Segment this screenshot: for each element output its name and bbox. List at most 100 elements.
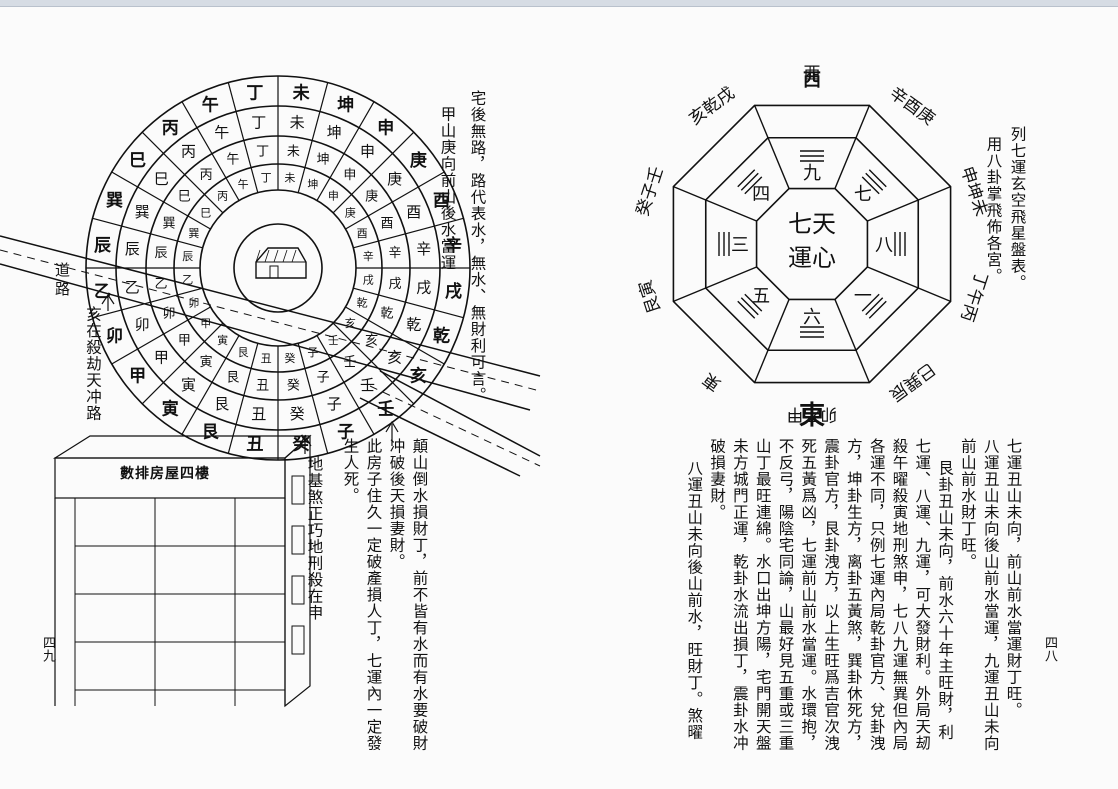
wheel-character: 寅 <box>217 333 228 347</box>
wheel-character: 壬 <box>328 334 339 347</box>
wheel-character: 丑 <box>246 434 263 454</box>
road-label: 道路 <box>53 262 71 300</box>
wheel-character: 亥 <box>345 316 356 330</box>
wheel-character: 未 <box>284 172 295 185</box>
wheel-character: 子 <box>317 371 330 386</box>
wheel-character: 丑 <box>256 379 269 394</box>
octagon-outer-label: 卯乙甲 <box>787 404 838 424</box>
page-number: 四九 <box>40 636 55 662</box>
chart-title-line: 列七運玄空飛星盤表。 <box>1008 126 1027 291</box>
wheel-character: 壬 <box>343 355 356 370</box>
wheel-character: 戌 <box>388 277 401 292</box>
wheel-character: 子 <box>337 422 354 442</box>
wheel-character: 坤 <box>337 94 354 115</box>
wheel-character: 寅 <box>162 398 179 419</box>
star-number: 六 <box>803 307 821 328</box>
wheel-character: 子 <box>307 346 318 359</box>
page-number: 四八 <box>1042 636 1057 662</box>
wheel-character: 亥 <box>410 366 427 387</box>
wheel-character: 乾 <box>406 316 421 334</box>
wheel-character: 未 <box>290 114 305 132</box>
wheel-character: 午 <box>226 153 239 168</box>
wheel-character: 庚 <box>365 189 378 205</box>
wheel-character: 巽 <box>135 203 150 221</box>
trigram-mark <box>800 326 824 338</box>
wheel-character: 乙 <box>125 278 140 296</box>
left-body-line: 冲破後天損妻財。 <box>387 438 406 570</box>
octagon-outer-label: 辛酉庚 <box>885 83 938 129</box>
octagon-outer-label: 東 <box>699 368 725 394</box>
wheel-character: 坤 <box>327 123 342 141</box>
house-icon <box>255 247 307 279</box>
wheel-character: 申 <box>328 190 339 203</box>
road-note: 亥在殺劫天冲路 <box>84 306 102 422</box>
wheel-character: 卯 <box>135 316 150 334</box>
right-body-line: 艮卦丑山未向，前水六十年主旺財，利 <box>936 460 955 741</box>
wheel-character: 丙 <box>200 168 213 183</box>
octagon-center-char: 天 <box>812 210 836 238</box>
wheel-character: 乙 <box>155 277 168 292</box>
octagon-outer-label: 艮寅 <box>636 277 666 316</box>
wheel-character: 巽 <box>106 191 123 211</box>
wheel-character: 庚 <box>345 205 356 219</box>
star-number: 九 <box>803 163 821 184</box>
wheel-character: 艮 <box>238 346 249 359</box>
trigram-mark <box>861 293 887 319</box>
direction-label: 西 <box>803 70 821 91</box>
wheel-character: 卯 <box>188 297 199 310</box>
wheel-character: 申 <box>377 118 394 139</box>
left-body-line: 顛山倒水損財丁，前不皆有水而有水要破財 <box>410 438 429 752</box>
wheel-character: 巽 <box>188 227 199 240</box>
right-body-line: 未方城門正運，乾卦水流出損丁，震卦水冲 <box>730 438 749 752</box>
wheel-character: 庚 <box>410 150 427 171</box>
wheel-character: 甲 <box>178 333 191 348</box>
wheel-character: 亥 <box>365 333 378 348</box>
octagon-center-char: 運 <box>788 244 812 272</box>
star-number: 四 <box>752 184 770 205</box>
wheel-character: 癸 <box>290 405 305 423</box>
wheel-character: 艮 <box>226 371 239 386</box>
wheel-character: 申 <box>360 143 375 161</box>
wheel-character: 丑 <box>261 352 272 365</box>
wheel-character: 甲 <box>154 349 169 367</box>
wheel-character: 巳 <box>154 170 169 188</box>
direction-label: 東 <box>799 401 825 431</box>
wheel-character: 卯 <box>106 327 123 347</box>
right-body-line: 殺午曜殺寅地刑煞申，七八九運無異但內局 <box>890 438 909 752</box>
wheel-character: 申 <box>343 168 356 183</box>
octagon-center-char: 心 <box>812 244 836 272</box>
star-number: 五 <box>752 286 770 307</box>
right-body-line: 各運不同，只例七運內局乾卦官方、兌卦洩 <box>867 438 886 752</box>
wheel-character: 坤 <box>307 177 318 191</box>
wheel-character: 午 <box>202 94 219 115</box>
wheel-character: 辰 <box>94 236 112 256</box>
wheel-character: 午 <box>214 123 229 141</box>
wheel-character: 辛 <box>445 235 462 256</box>
wheel-character: 丑 <box>251 405 266 423</box>
left-body-line: 此房子住久一定破產損人丁，七運內一定發 <box>364 438 383 752</box>
wheel-character: 辰 <box>125 240 140 258</box>
wheel-character: 坤 <box>317 153 330 168</box>
wheel-character: 辛 <box>363 249 374 263</box>
wheel-character: 丙 <box>162 119 179 139</box>
star-number: 七 <box>854 184 872 205</box>
wheel-character: 酉 <box>433 191 450 211</box>
wheel-character: 卯 <box>162 307 175 322</box>
wheel-character: 巳 <box>129 151 146 171</box>
wheel-character: 壬 <box>377 399 394 419</box>
octagon-outer-label: 癸子壬 <box>633 164 668 219</box>
wheel-character: 戌 <box>445 281 462 302</box>
right-body-line: 死五黃爲凶，七運前山前水當運。水環抱， <box>799 438 818 752</box>
right-page: 七八一六五三四九西辛酉庚申坤未丁午丙巳巽辰卯乙甲東艮寅癸子壬亥乾戌天心七運東西 … <box>560 6 1118 789</box>
trigram-mark <box>800 150 824 162</box>
right-body-line: 八運丑山未向後山前水，旺財丁。煞曜 <box>685 460 704 741</box>
wheel-character: 乾 <box>357 297 368 310</box>
wheel-character: 酉 <box>381 216 394 231</box>
wheel-character: 癸 <box>284 351 295 365</box>
star-number: 三 <box>731 235 749 256</box>
wheel-character: 庚 <box>387 170 402 188</box>
wheel-character: 戌 <box>416 278 431 296</box>
wheel-character: 未 <box>292 82 310 103</box>
